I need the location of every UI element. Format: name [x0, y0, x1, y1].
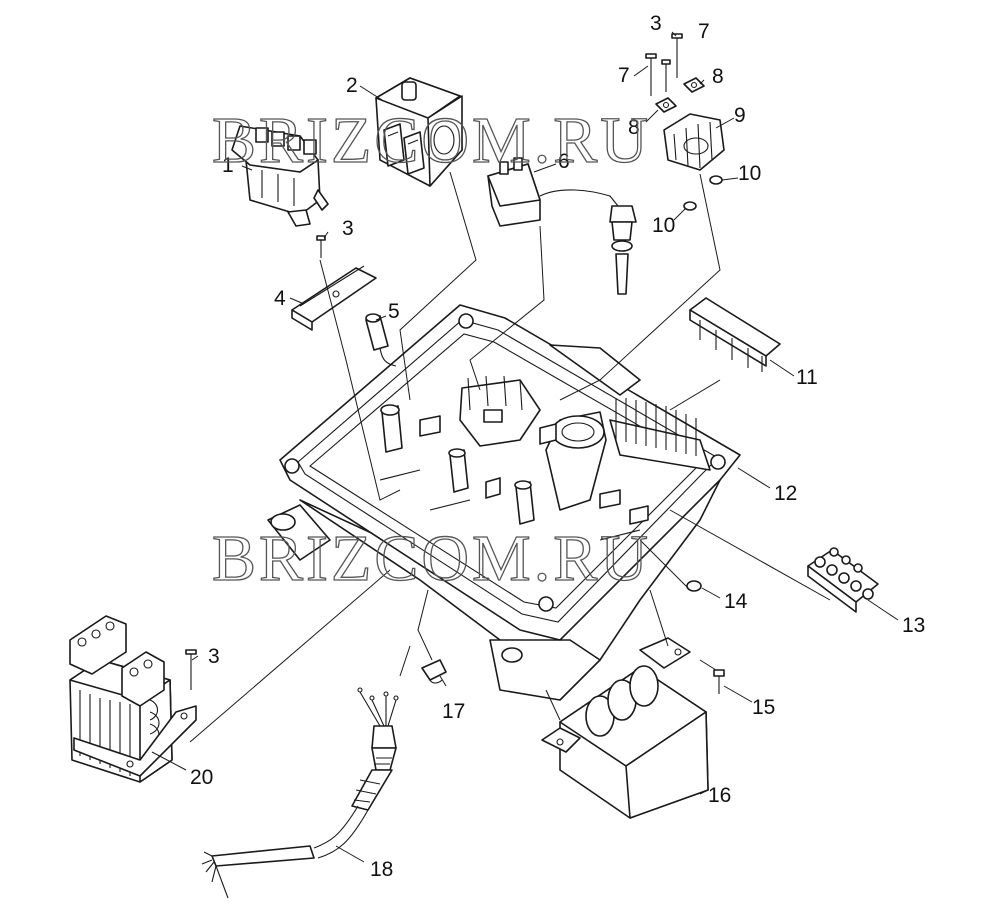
- callout-20: 20: [190, 766, 213, 789]
- callout-4: 4: [274, 287, 286, 310]
- ignition-transformer-part: [541, 637, 709, 819]
- callout-8-left: 8: [628, 116, 640, 139]
- contactor-part: [231, 125, 329, 227]
- leader-lines: [151, 31, 899, 863]
- relay-assembly-part: [645, 33, 725, 211]
- cable-clip-part: [421, 659, 447, 684]
- callout-17: 17: [442, 700, 465, 723]
- callout-5: 5: [388, 300, 400, 323]
- din-rail-part: [291, 265, 377, 331]
- pressure-switch-part: [487, 157, 637, 295]
- callout-3-relay: 3: [650, 12, 662, 35]
- washer-part: [686, 580, 702, 592]
- callout-3-transformer: 3: [208, 645, 220, 668]
- callout-2: 2: [346, 74, 358, 97]
- callout-18: 18: [370, 858, 393, 881]
- callout-16: 16: [708, 784, 731, 807]
- callout-3-din: 3: [342, 217, 354, 240]
- screw-parts: [185, 59, 671, 690]
- watermark-top: BRIZCOM.RU: [212, 104, 651, 177]
- callout-12: 12: [774, 482, 797, 505]
- callout-11: 11: [796, 366, 818, 389]
- transformer-part: [69, 615, 197, 783]
- callout-7-right: 7: [698, 20, 710, 43]
- rotary-switch-part: [375, 77, 463, 187]
- callout-labels: 1 2 3 3 3 4 5 6 7 7 8 8 9 10 10 11 12 13…: [190, 12, 925, 881]
- connector-strip-part: [689, 297, 781, 372]
- callout-6: 6: [558, 150, 570, 173]
- housing: [267, 304, 741, 701]
- screw-15-part: [713, 669, 725, 694]
- callout-14: 14: [724, 590, 748, 613]
- callout-10-left: 10: [652, 214, 675, 237]
- callout-7-left: 7: [618, 64, 630, 87]
- callout-9: 9: [734, 104, 746, 127]
- callout-15: 15: [752, 696, 775, 719]
- power-cable-part: [201, 687, 399, 899]
- watermark-bottom: BRIZCOM.RU: [212, 522, 651, 595]
- callout-1: 1: [222, 154, 234, 177]
- terminal-block-part: [807, 547, 879, 613]
- callout-10-right: 10: [738, 162, 761, 185]
- callout-13: 13: [902, 614, 925, 637]
- callout-8-right: 8: [712, 65, 724, 88]
